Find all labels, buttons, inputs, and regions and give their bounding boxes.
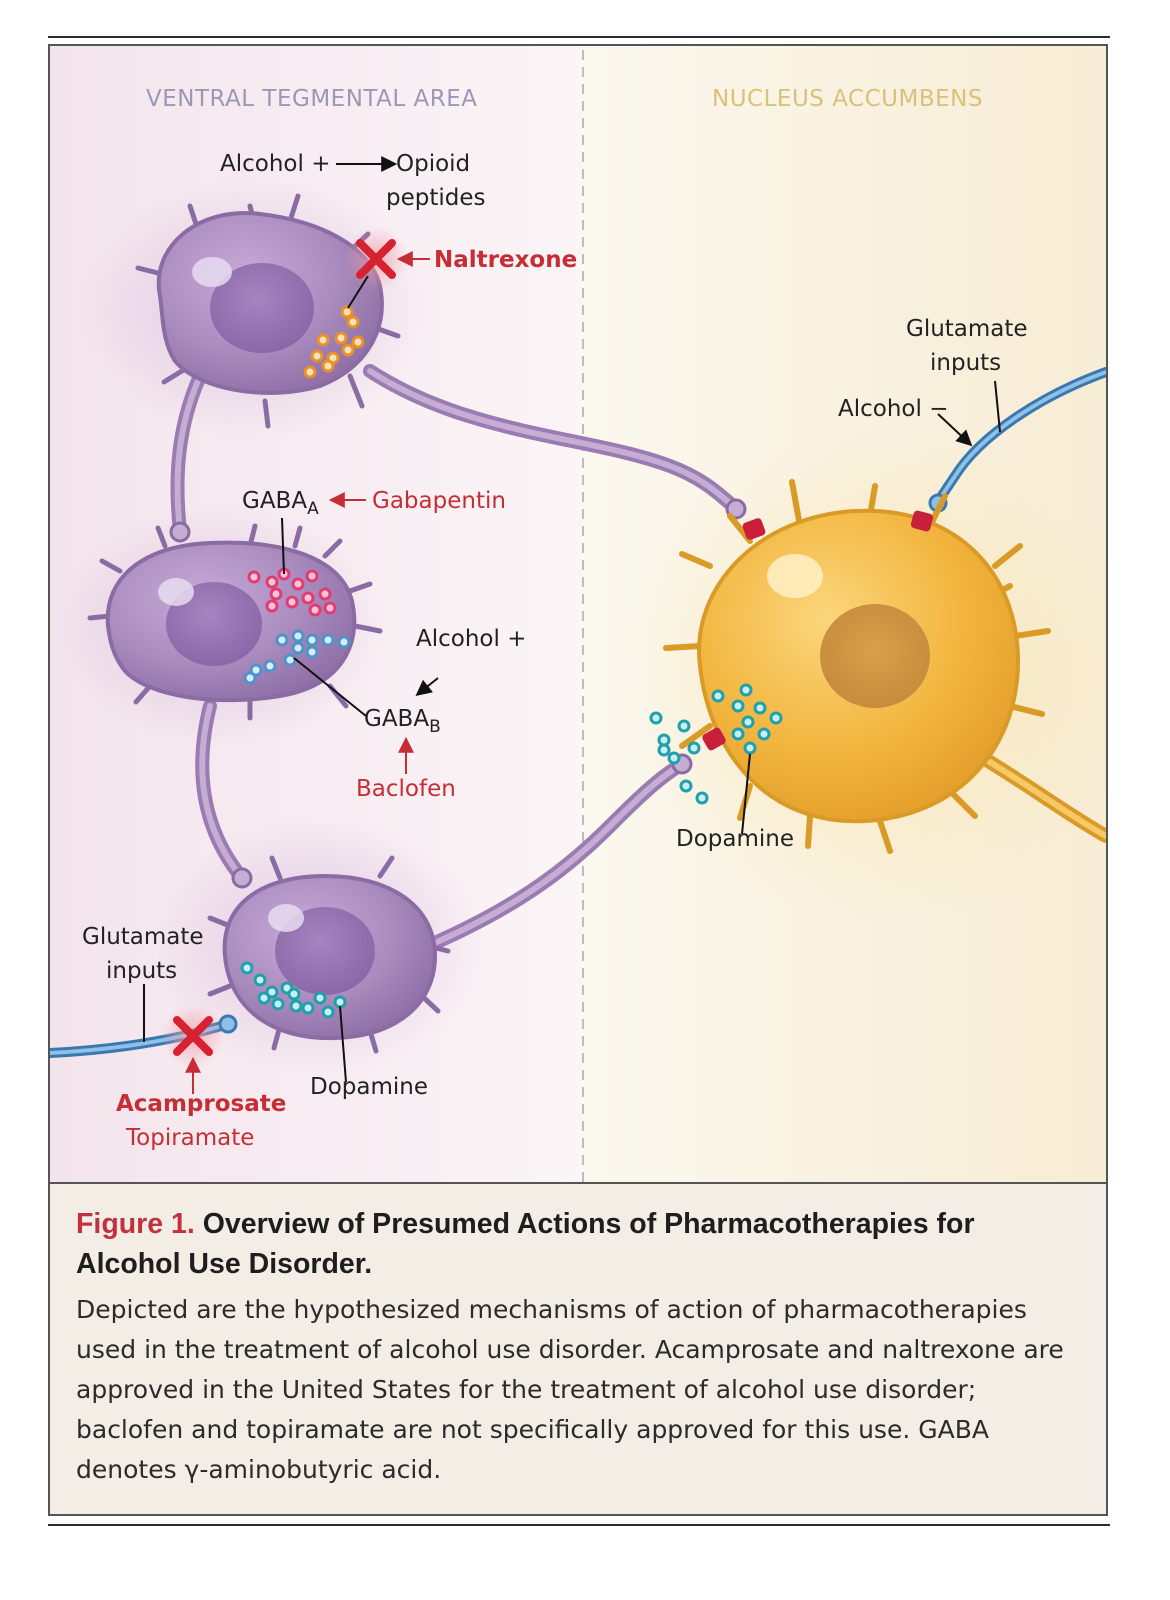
vta-neuron-top: [135, 193, 401, 429]
label-glutamate-right: Glutamate: [906, 316, 1028, 342]
label-opioid-peptides: peptides: [386, 185, 486, 211]
label-glutamate-left: Glutamate: [82, 924, 204, 950]
receptor: [910, 510, 934, 532]
acamprosate-block-icon: [161, 1004, 225, 1068]
figure-number: Figure 1.: [76, 1208, 195, 1240]
drug-arrows: [185, 251, 430, 1094]
label-glutamate-right: inputs: [930, 350, 1001, 376]
label-gaba-a: GABAA: [242, 488, 319, 519]
label-gaba-b: GABAB: [364, 706, 441, 737]
label-dopamine-right: Dopamine: [676, 826, 794, 852]
figure-frame: VENTRAL TEGMENTAL AREA NUCLEUS ACCUMBENS: [48, 44, 1108, 1516]
top-rule: [48, 36, 1110, 38]
axon-terminal: [231, 867, 253, 889]
region-title-nacc: NUCLEUS ACCUMBENS: [712, 86, 983, 112]
gaba-b-vesicles: [243, 629, 351, 685]
nacc-neuron: [663, 479, 1106, 854]
axon: [174, 373, 203, 534]
axon: [199, 703, 245, 881]
naltrexone-block-icon: [344, 227, 408, 291]
receptor: [702, 727, 726, 751]
vta-neuron-bottom: [207, 855, 451, 1054]
bottom-rule: [48, 1524, 1110, 1526]
caption-body: Depicted are the hypothesized mechanisms…: [76, 1295, 1064, 1484]
axon-to-nacc: [367, 368, 739, 511]
label-naltrexone: Naltrexone: [434, 247, 577, 273]
caption-heading: Figure 1. Overview of Presumed Actions o…: [76, 1204, 1080, 1284]
label-glutamate-left: inputs: [106, 958, 177, 984]
figure-caption: Figure 1. Overview of Presumed Actions o…: [50, 1182, 1106, 1514]
label-alcohol-plus-top: Alcohol +: [220, 151, 330, 177]
label-alcohol-minus: Alcohol −: [838, 396, 948, 422]
pharmacotherapy-diagram: VENTRAL TEGMENTAL AREA NUCLEUS ACCUMBENS: [50, 46, 1106, 1182]
label-dopamine-left: Dopamine: [310, 1074, 428, 1100]
axon-terminal: [169, 521, 191, 543]
label-topiramate: Topiramate: [125, 1125, 254, 1151]
label-baclofen: Baclofen: [356, 776, 456, 802]
dopamine-vesicles-nacc: [649, 683, 783, 805]
caption-title: Overview of Presumed Actions of Pharmaco…: [76, 1208, 975, 1280]
label-gabapentin: Gabapentin: [372, 488, 506, 514]
label-opioid-peptides: Opioid: [396, 151, 470, 177]
pointer-lines: [143, 156, 1001, 1083]
axon-to-nacc: [425, 761, 685, 949]
region-title-vta: VENTRAL TEGMENTAL AREA: [146, 86, 478, 112]
dopamine-vesicles-vta: [240, 961, 347, 1019]
opioid-vesicles: [303, 305, 365, 379]
label-alcohol-plus-mid: Alcohol +: [416, 626, 526, 652]
receptor: [742, 518, 766, 540]
label-acamprosate: Acamprosate: [116, 1091, 286, 1117]
